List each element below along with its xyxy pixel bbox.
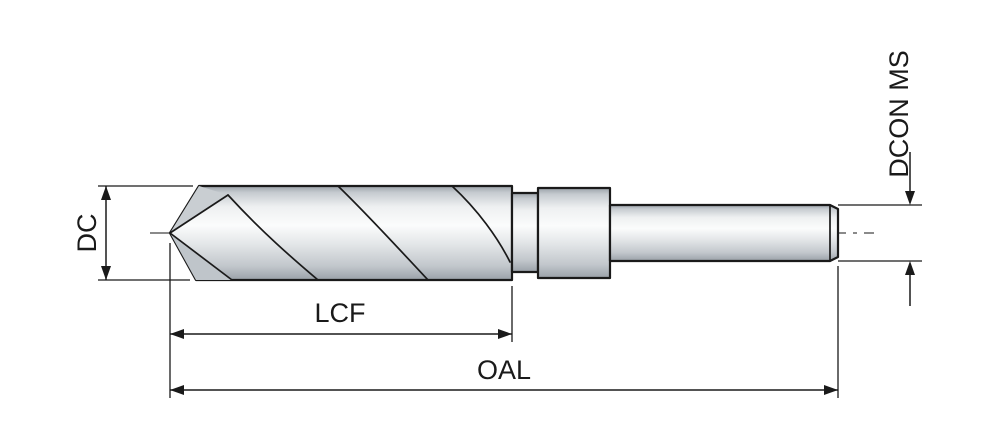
oal-arrow-right [824, 385, 838, 395]
dc-arrow-down [101, 266, 111, 280]
dc-arrow-up [101, 186, 111, 200]
flute-curve-2 [337, 185, 429, 281]
point-facet-edge-lower [169, 232, 233, 281]
drill-bit [168, 184, 840, 282]
flute-curve-3 [451, 185, 511, 263]
drill-neck [510, 191, 540, 274]
dc-dimension: DC [72, 185, 193, 281]
dcon-label: DCON MS [884, 50, 914, 178]
flute-curve-1 [227, 194, 319, 281]
lcf-dimension: LCF [169, 243, 513, 398]
oal-arrow-left [170, 385, 184, 395]
point-upper-facet [170, 186, 228, 233]
drill-collar [536, 186, 612, 280]
oal-dimension: OAL [170, 266, 839, 398]
point-facet-edge-upper [169, 194, 229, 234]
dcon-dimension: DCON MS [838, 50, 922, 306]
lcf-arrow-left [170, 329, 184, 339]
oal-label: OAL [477, 355, 531, 385]
dcon-arrow-down [905, 191, 915, 205]
dc-label: DC [72, 214, 102, 253]
drill-shank [608, 203, 840, 263]
lcf-label: LCF [314, 298, 365, 328]
lcf-arrow-right [498, 329, 512, 339]
dcon-arrow-up [905, 261, 915, 275]
